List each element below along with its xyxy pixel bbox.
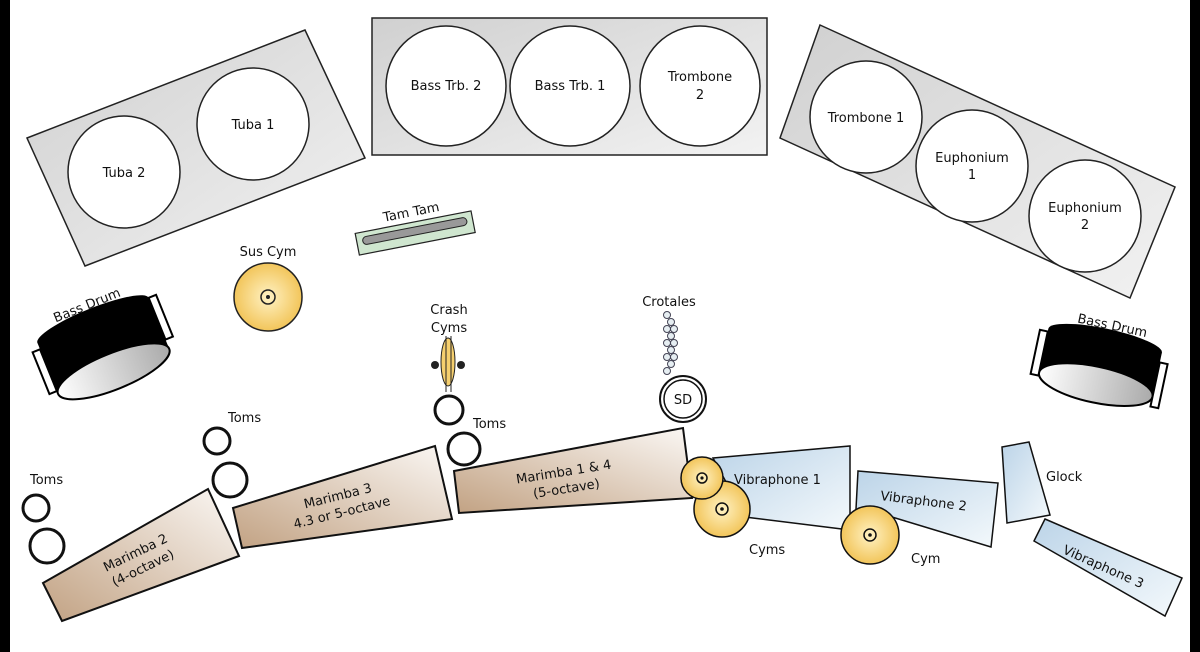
label-tuba-1: Tuba 1 [231, 118, 275, 133]
seat-trombone-1 [809, 60, 923, 174]
vibraphone-3: Vibraphone 3 [1033, 518, 1183, 618]
seat-trombone-2 [639, 25, 761, 147]
label-crash: Crash [430, 303, 467, 318]
label-toms-left: Toms [29, 473, 63, 488]
vibraphone-2: Vibraphone 2 [855, 470, 999, 548]
seat-tuba-1 [196, 67, 310, 181]
label-vibraphone-1: Vibraphone 1 [734, 473, 821, 488]
label-euphonium-1: Euphonium [935, 151, 1009, 166]
suspended-cymbal: Sus Cym [233, 245, 303, 332]
label-toms-center: Toms [472, 417, 506, 432]
seat-euphonium-1 [915, 109, 1029, 223]
label-cyms: Cyms [749, 543, 785, 558]
toms-center [433, 394, 482, 467]
bass-drum-left: Bass Drum [31, 286, 175, 401]
riser-trombone-euphoniums: Trombone 1 Euphonium 1 Euphonium 2 [779, 23, 1176, 300]
tam-tam: Tam Tam [354, 200, 476, 256]
riser-bass-trombones: Bass Trb. 2 Bass Trb. 1 Trombone 2 [371, 17, 768, 156]
glockenspiel: Glock [1001, 441, 1083, 524]
label-tuba-2: Tuba 2 [102, 166, 146, 181]
seat-tuba-2 [67, 115, 181, 229]
label-sd: SD [674, 393, 692, 408]
label-crotales: Crotales [642, 295, 696, 310]
label-euphonium-2: Euphonium [1048, 201, 1122, 216]
label-euphonium-2-num: 2 [1081, 218, 1089, 233]
label-bass-trb-1: Bass Trb. 1 [535, 79, 606, 94]
marimba-3: Marimba 3 4.3 or 5-octave [231, 444, 454, 550]
label-trombone-2-num: 2 [696, 88, 704, 103]
label-bass-trb-2: Bass Trb. 2 [411, 79, 482, 94]
marimba-2: Marimba 2 (4-octave) [41, 487, 241, 623]
label-sus-cym: Sus Cym [240, 245, 297, 260]
bass-drum-right: Bass Drum [1029, 312, 1169, 410]
cymbals-pair: Cyms [680, 456, 785, 558]
right-border [1190, 0, 1200, 652]
seat-bass-trb-2 [385, 25, 507, 147]
cymbal-single: Cym [840, 505, 940, 567]
label-trombone-2: Trombone [667, 70, 732, 85]
crash-cymbals: Crash Cyms [430, 303, 468, 392]
riser-tubas: Tuba 2 Tuba 1 [25, 29, 367, 267]
snare-drum: SD [659, 375, 707, 423]
label-toms-mid: Toms [227, 411, 261, 426]
left-border [0, 0, 10, 652]
toms-left [21, 493, 66, 565]
label-crash-cyms: Cyms [431, 321, 467, 336]
seat-bass-trb-1 [509, 25, 631, 147]
label-cym: Cym [911, 552, 940, 567]
label-euphonium-1-num: 1 [968, 168, 976, 183]
crotales [663, 311, 678, 375]
seat-euphonium-2 [1028, 159, 1142, 273]
toms-mid [202, 426, 249, 499]
marimba-1-4: Marimba 1 & 4 (5-octave) [452, 426, 694, 515]
label-glock: Glock [1046, 470, 1083, 485]
label-trombone-1: Trombone 1 [827, 111, 905, 126]
